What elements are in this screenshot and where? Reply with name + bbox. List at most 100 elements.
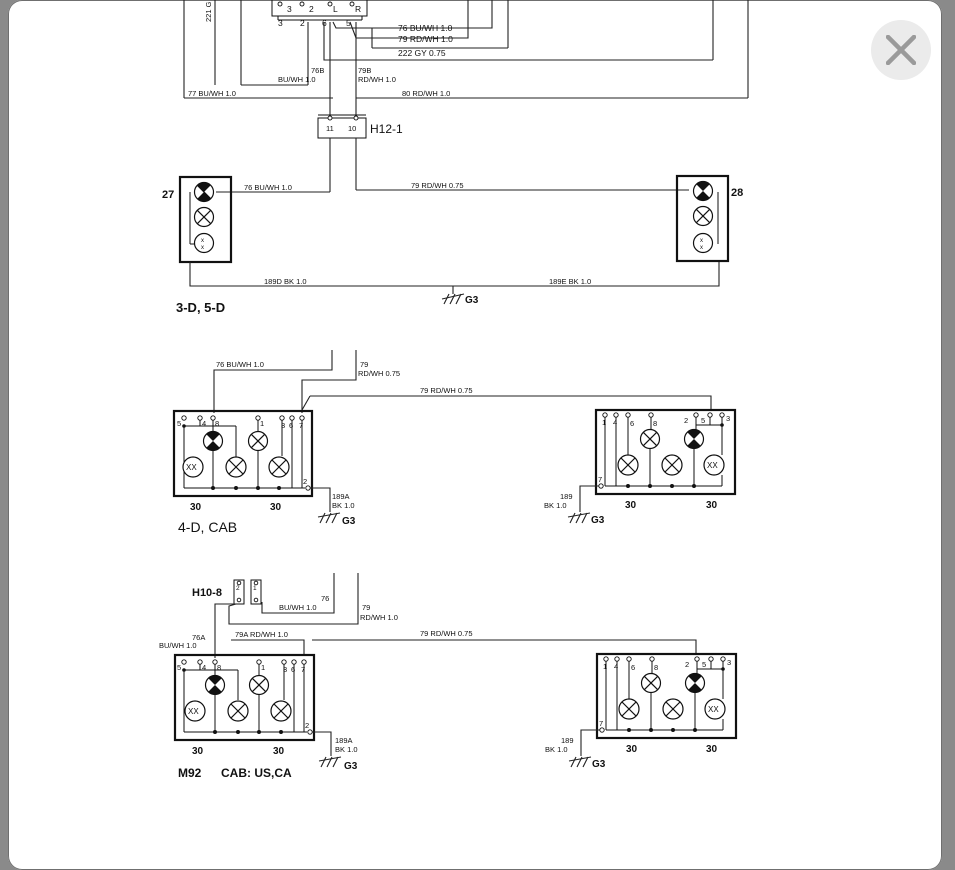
svg-text:7: 7 bbox=[299, 421, 303, 430]
side-wire-label: 221 G bbox=[204, 1, 213, 22]
svg-text:3: 3 bbox=[727, 658, 731, 667]
wire-label: RD/WH 0.75 bbox=[358, 369, 400, 378]
ground-label: G3 bbox=[465, 295, 479, 306]
ground-icon bbox=[567, 512, 591, 524]
ground-label: G3 bbox=[592, 759, 606, 770]
wire-label: 76 BU/WH 1.0 bbox=[244, 183, 292, 192]
wire-label: 79B bbox=[358, 66, 371, 75]
wire-label: 189 bbox=[560, 492, 573, 501]
section-caption: 4-D, CAB bbox=[178, 519, 237, 535]
wire-label: 76 BU/WH 1.0 bbox=[398, 23, 453, 33]
svg-text:30: 30 bbox=[625, 500, 637, 511]
svg-text:30: 30 bbox=[270, 502, 282, 513]
ground-icon bbox=[317, 512, 341, 524]
top-connector: 3 2 L R 3 2 6 5 221 G bbox=[204, 0, 368, 28]
svg-text:3: 3 bbox=[726, 414, 730, 423]
svg-text:7: 7 bbox=[301, 665, 305, 674]
wire-label: 76 BU/WH 1.0 bbox=[216, 360, 264, 369]
svg-text:1: 1 bbox=[603, 662, 607, 671]
svg-text:30: 30 bbox=[273, 746, 285, 757]
wire-label: BK 1.0 bbox=[335, 745, 358, 754]
svg-text:30: 30 bbox=[706, 500, 718, 511]
svg-text:8: 8 bbox=[215, 419, 219, 428]
wire-label: 189 bbox=[561, 736, 574, 745]
section-m92-cab: H10-8 2 1 76 BU/WH 1.0 79 RD/WH 1.0 76A … bbox=[159, 573, 738, 780]
svg-text:x: x bbox=[700, 245, 703, 251]
close-icon bbox=[886, 35, 916, 65]
pin-label: R bbox=[355, 4, 361, 14]
connector-label: H12-1 bbox=[370, 122, 403, 136]
svg-text:30: 30 bbox=[192, 746, 204, 757]
wire-label: BU/WH 1.0 bbox=[278, 75, 316, 84]
pin-label: 10 bbox=[348, 124, 356, 133]
close-button[interactable] bbox=[871, 20, 931, 80]
svg-text:5: 5 bbox=[702, 660, 706, 669]
ground-icon bbox=[318, 756, 342, 768]
section-caption: CAB: US,CA bbox=[221, 766, 292, 780]
modal-card bbox=[8, 0, 942, 870]
section-caption: 3-D, 5-D bbox=[176, 300, 225, 315]
wire-label: 79 RD/WH 1.0 bbox=[398, 34, 453, 44]
svg-text:XX: XX bbox=[186, 463, 197, 472]
wire-label: 189E BK 1.0 bbox=[549, 277, 591, 286]
wire-label: RD/WH 1.0 bbox=[358, 75, 396, 84]
svg-text:2: 2 bbox=[684, 416, 688, 425]
pin-label: L bbox=[333, 4, 338, 14]
svg-text:4: 4 bbox=[613, 418, 617, 427]
svg-text:1: 1 bbox=[260, 419, 264, 428]
pin-label: 3 bbox=[287, 4, 292, 14]
svg-text:2: 2 bbox=[303, 477, 307, 486]
svg-text:1: 1 bbox=[253, 585, 257, 592]
svg-text:1: 1 bbox=[602, 418, 606, 427]
connector-label: H10-8 bbox=[192, 587, 222, 599]
section-caption: M92 bbox=[178, 766, 202, 780]
wire-label: 76 bbox=[321, 594, 329, 603]
ground-icon bbox=[441, 293, 465, 305]
wire-label: 79 RD/WH 0.75 bbox=[420, 386, 473, 395]
svg-text:4: 4 bbox=[202, 663, 206, 672]
wire-label: 189A bbox=[335, 736, 353, 745]
wire-label: BK 1.0 bbox=[332, 501, 355, 510]
svg-text:3: 3 bbox=[283, 665, 287, 674]
wire-label: 76A bbox=[192, 633, 205, 642]
pin-label: 2 bbox=[309, 4, 314, 14]
svg-text:XX: XX bbox=[188, 707, 199, 716]
svg-text:8: 8 bbox=[217, 663, 221, 672]
wire-label: 79 bbox=[360, 360, 368, 369]
lamp-unit-label: 27 bbox=[162, 189, 174, 201]
top-wires: 76 BU/WH 1.0 79 RD/WH 1.0 222 GY 0.75 76… bbox=[183, 0, 749, 118]
svg-text:30: 30 bbox=[190, 502, 202, 513]
wire-label: 79 RD/WH 0.75 bbox=[411, 181, 464, 190]
ground-label: G3 bbox=[342, 516, 356, 527]
svg-text:8: 8 bbox=[654, 663, 658, 672]
wire-label: 76B bbox=[311, 66, 324, 75]
svg-text:6: 6 bbox=[291, 665, 295, 674]
svg-text:8: 8 bbox=[653, 419, 657, 428]
svg-text:2: 2 bbox=[305, 721, 309, 730]
ground-icon bbox=[568, 756, 592, 768]
pin-label: 5 bbox=[346, 18, 351, 28]
right-pins: 1 4 6 8 2 5 3 bbox=[602, 412, 730, 428]
svg-text:30: 30 bbox=[706, 744, 718, 755]
section-3d-5d: 76 BU/WH 1.0 79 RD/WH 0.75 27 x x 28 x x… bbox=[162, 138, 743, 315]
svg-text:x: x bbox=[201, 245, 204, 251]
pin-label: 3 bbox=[278, 18, 283, 28]
svg-text:7: 7 bbox=[598, 475, 602, 484]
wire-label: 77 BU/WH 1.0 bbox=[188, 89, 236, 98]
svg-text:4: 4 bbox=[614, 662, 618, 671]
wire-label: BK 1.0 bbox=[545, 745, 568, 754]
wire-label: BU/WH 1.0 bbox=[159, 641, 197, 650]
svg-text:6: 6 bbox=[289, 421, 293, 430]
ground-label: G3 bbox=[591, 515, 605, 526]
wire-label: 189A bbox=[332, 492, 350, 501]
svg-text:30: 30 bbox=[626, 744, 638, 755]
wire-label: RD/WH 1.0 bbox=[360, 613, 398, 622]
svg-text:4: 4 bbox=[202, 419, 206, 428]
svg-text:5: 5 bbox=[177, 663, 181, 672]
wire-label: BK 1.0 bbox=[544, 501, 567, 510]
section-4d-cab: 76 BU/WH 1.0 79 RD/WH 0.75 79 RD/WH 0.75… bbox=[172, 350, 737, 535]
svg-text:2: 2 bbox=[685, 660, 689, 669]
wire-label: BU/WH 1.0 bbox=[279, 603, 317, 612]
svg-text:7: 7 bbox=[599, 719, 603, 728]
